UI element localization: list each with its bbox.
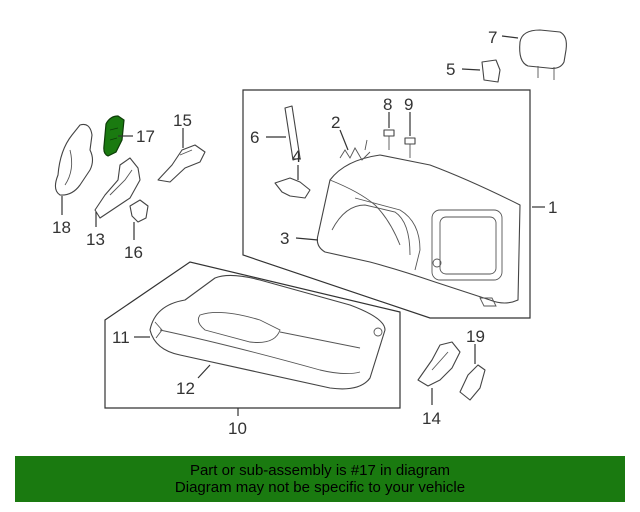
callout-7: 7 — [488, 28, 497, 47]
seat-cushion-group — [104, 261, 401, 409]
headrest[interactable] — [519, 29, 567, 80]
callout-6: 6 — [250, 128, 259, 147]
highlighted-part-17[interactable] — [103, 115, 125, 157]
callout-19: 19 — [466, 327, 485, 346]
seat-back-group — [242, 89, 531, 319]
callout-17: 17 — [136, 127, 155, 146]
trim-cap-19[interactable] — [459, 364, 486, 401]
seat-back-cover[interactable] — [316, 154, 521, 304]
callout-4: 4 — [292, 147, 301, 166]
callout-9: 9 — [404, 95, 413, 114]
footer-line-2: Diagram may not be specific to your vehi… — [174, 479, 466, 496]
callout-10: 10 — [228, 419, 247, 438]
callout-16: 16 — [124, 243, 143, 262]
callout-labels: 1 2 3 4 5 6 7 8 9 10 11 12 13 14 15 16 1… — [52, 28, 557, 438]
callout-13: 13 — [86, 230, 105, 249]
callout-2: 2 — [331, 113, 340, 132]
footer-banner: Part or sub-assembly is #17 in diagram D… — [15, 456, 625, 502]
footer-line-1: Part or sub-assembly is #17 in diagram — [189, 462, 451, 479]
callout-14: 14 — [422, 409, 441, 428]
callout-8: 8 — [383, 95, 392, 114]
parts-diagram: 1 2 3 4 5 6 7 8 9 10 11 12 13 14 15 16 1… — [52, 28, 567, 438]
leader-lines — [61, 35, 545, 416]
clip-16[interactable] — [129, 199, 149, 223]
trim-strip[interactable] — [284, 105, 301, 161]
bolt-8[interactable] — [383, 129, 395, 150]
callout-1: 1 — [548, 198, 557, 217]
seat-cushion-group-outline — [104, 261, 401, 409]
bolt-9[interactable] — [404, 137, 416, 158]
hinge-bracket[interactable] — [274, 177, 311, 199]
callout-15: 15 — [173, 111, 192, 130]
callout-5: 5 — [446, 60, 455, 79]
side-cover-18[interactable] — [54, 123, 94, 196]
callout-18: 18 — [52, 218, 71, 237]
headrest-guide[interactable] — [481, 59, 501, 83]
seat-back-group-outline — [242, 89, 531, 319]
callout-12: 12 — [176, 379, 195, 398]
bracket-14[interactable] — [417, 341, 461, 387]
bracket-15[interactable] — [157, 144, 206, 183]
callout-3: 3 — [280, 229, 289, 248]
callout-11: 11 — [112, 328, 130, 347]
seat-cushion[interactable] — [149, 274, 386, 390]
